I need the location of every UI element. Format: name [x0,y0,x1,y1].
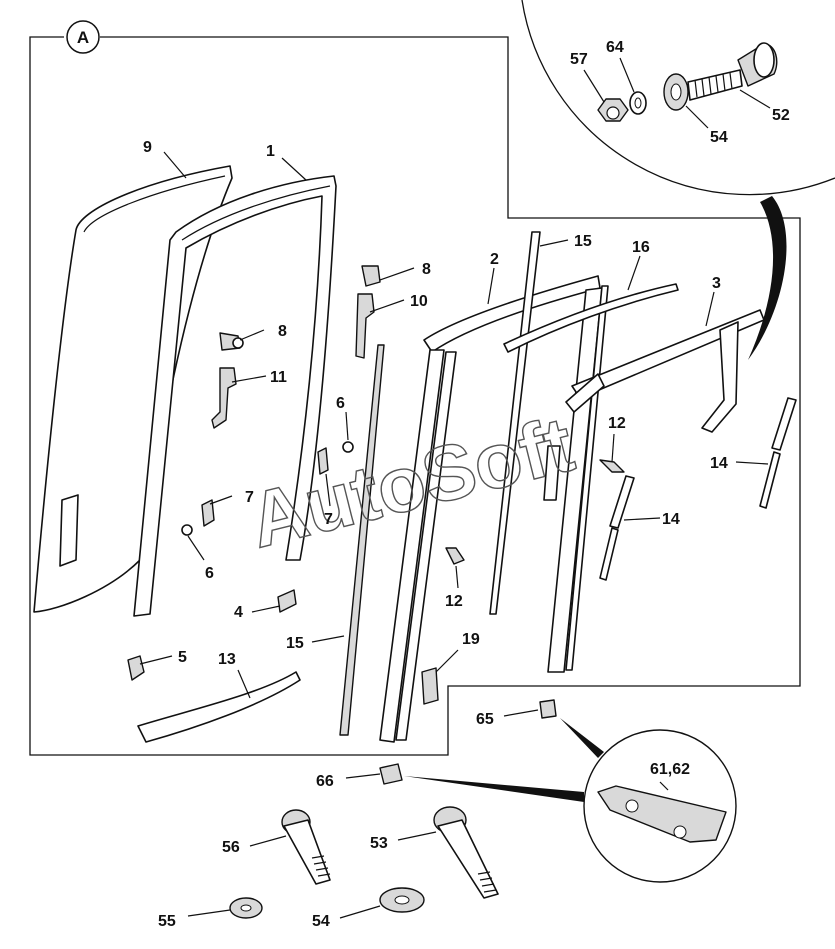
washer-part-54 [379,887,425,913]
callout-14-middle: 14 [662,511,680,528]
handle-part-11 [211,367,237,429]
hinge-part-8-right [361,265,381,287]
callout-56: 56 [222,839,240,856]
lock-part-5 [127,655,145,681]
assembly-frame [29,36,801,756]
bolt-detail-circle [521,0,835,360]
callout-66: 66 [316,773,334,790]
callout-2: 2 [490,251,499,268]
clamp-part-12-lower [445,547,465,565]
callout-7-left: 7 [245,489,254,506]
callout-52: 52 [772,107,790,124]
callout-64: 64 [606,39,624,56]
callout-labels: 9 1 8 10 8 11 6 7 7 6 4 5 13 15 2 15 16 … [143,39,790,930]
bolt-part-53 [433,806,499,899]
callout-3: 3 [712,275,721,292]
callout-15-right: 15 [574,233,592,250]
callout-12-lower: 12 [445,593,463,610]
callout-65: 65 [476,711,494,728]
callout-19: 19 [462,631,480,648]
callout-9: 9 [143,139,152,156]
washer-part-54-detail [663,73,689,111]
callout-12-right: 12 [608,415,626,432]
block-part-19 [421,667,439,705]
clip-part-7-right [317,447,329,475]
callout-10: 10 [410,293,428,310]
callout-11: 11 [270,369,287,386]
callout-54-detail: 54 [710,129,728,146]
hinge-part-10 [355,293,375,359]
catch-part-4 [277,589,297,613]
callout-6-right: 6 [336,395,345,412]
nut-part-57 [597,98,629,122]
callout-14-right: 14 [710,455,728,472]
bracket-part-66 [379,763,403,785]
callout-55: 55 [158,913,176,930]
callout-13: 13 [218,651,236,668]
seal-strip-13 [137,671,301,743]
rubber-strip-15-right [489,231,541,615]
callout-6-left: 6 [205,565,214,582]
bush-part-6-right [342,441,354,453]
detail-pointer [748,196,787,360]
arm-3 [543,309,765,501]
callout-54-bottom: 54 [312,913,330,930]
bracket-part-65 [539,699,557,719]
section-marker: A [66,20,100,54]
clip-part-7-left [201,499,215,527]
callout-7-right: 7 [324,511,333,528]
callout-61-62: 61,62 [650,761,690,778]
gas-strut-14-middle [599,475,635,581]
section-marker-label: A [77,28,89,47]
leader-lines [139,57,771,919]
plate-detail-circle [404,718,737,883]
washer-part-55 [229,897,263,919]
callout-4: 4 [234,604,243,621]
bolt-part-52 [687,42,778,101]
callout-16: 16 [632,239,650,256]
door-frame-1 [133,175,337,617]
hinge-part-8-left [219,332,244,351]
bolt-part-56 [281,809,331,885]
callout-57: 57 [570,51,588,68]
callout-15-left: 15 [286,635,304,652]
callout-53: 53 [370,835,388,852]
washer-part-64 [629,91,647,115]
callout-8-right: 8 [422,261,431,278]
bush-part-6-left [181,524,193,536]
callout-1: 1 [266,143,275,160]
rubber-strip-15-left [339,344,385,736]
callout-5: 5 [178,649,187,666]
trim-16 [503,283,679,353]
clamp-part-12-right [599,459,625,473]
callout-8-left: 8 [278,323,287,340]
gas-strut-14-right [759,397,797,509]
